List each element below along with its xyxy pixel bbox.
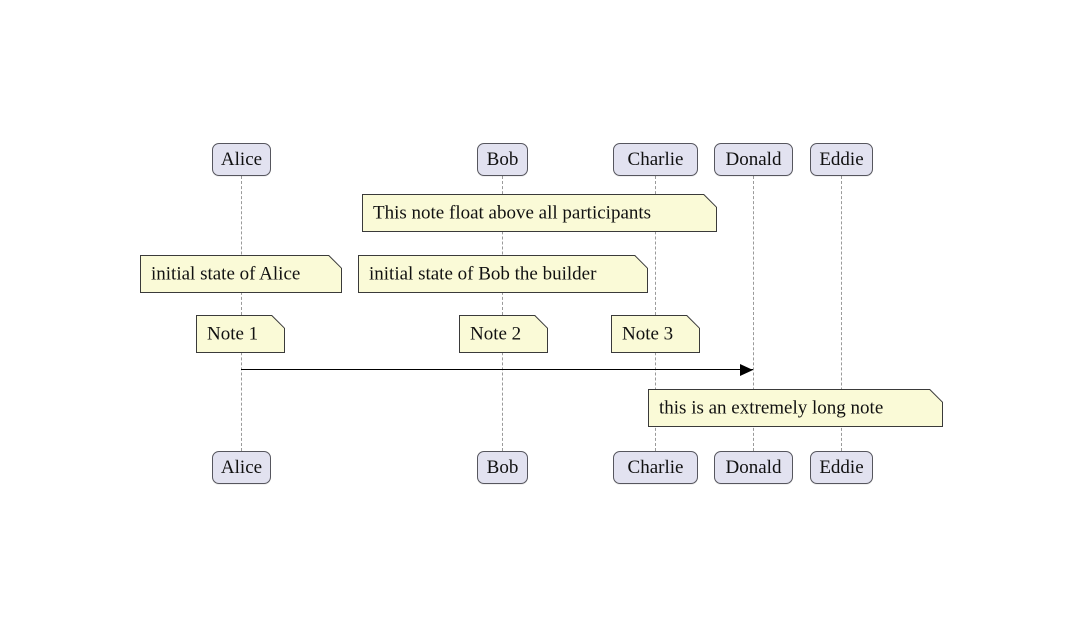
note-2[interactable]: Note 2: [459, 315, 548, 353]
participant-label: Donald: [725, 149, 782, 170]
note-label: Note 1: [207, 323, 259, 345]
note-label: Note 2: [470, 323, 522, 345]
participant-label: Eddie: [819, 457, 864, 478]
note-folded-corner-icon: [704, 194, 717, 208]
lifeline-alice: [240, 176, 242, 451]
note-1[interactable]: Note 1: [196, 315, 285, 353]
note-folded-corner-icon: [272, 315, 285, 329]
note-body: [459, 315, 548, 353]
note-label: Note 3: [622, 323, 674, 345]
participant-label: Donald: [725, 457, 782, 478]
participant-label: Bob: [486, 149, 519, 170]
note-body: [362, 194, 717, 232]
participant-box-bob-top[interactable]: Bob: [477, 143, 528, 176]
participant-box-charlie-bottom[interactable]: Charlie: [613, 451, 698, 484]
participant-box-donald-bottom[interactable]: Donald: [714, 451, 793, 484]
participant-box-eddie-bottom[interactable]: Eddie: [810, 451, 873, 484]
note-body: [196, 315, 285, 353]
participant-box-charlie-top[interactable]: Charlie: [613, 143, 698, 176]
participant-box-alice-top[interactable]: Alice: [212, 143, 271, 176]
note-body: [140, 255, 342, 293]
note-label: initial state of Alice: [151, 263, 301, 285]
note-3[interactable]: Note 3: [611, 315, 700, 353]
note-folded-corner-icon: [687, 315, 700, 329]
note-long[interactable]: this is an extremely long note: [648, 389, 943, 427]
participant-label: Eddie: [819, 149, 864, 170]
note-initial-bob[interactable]: initial state of Bob the builder: [358, 255, 648, 293]
note-folded-corner-icon: [535, 315, 548, 329]
note-label: this is an extremely long note: [659, 397, 884, 419]
participant-label: Charlie: [627, 149, 684, 170]
participant-box-eddie-top[interactable]: Eddie: [810, 143, 873, 176]
note-body: [358, 255, 648, 293]
participant-box-alice-bottom[interactable]: Alice: [212, 451, 271, 484]
participant-label: Charlie: [627, 457, 684, 478]
participant-box-bob-bottom[interactable]: Bob: [477, 451, 528, 484]
note-body: [648, 389, 943, 427]
note-initial-alice[interactable]: initial state of Alice: [140, 255, 342, 293]
participant-label: Alice: [220, 457, 263, 478]
note-label: initial state of Bob the builder: [369, 263, 597, 285]
note-label: This note float above all participants: [373, 202, 652, 224]
note-folded-corner-icon: [635, 255, 648, 269]
participant-box-donald-top[interactable]: Donald: [714, 143, 793, 176]
note-float-all[interactable]: This note float above all participants: [362, 194, 717, 232]
participant-label: Bob: [486, 457, 519, 478]
participant-label: Alice: [220, 149, 263, 170]
message-line: [241, 369, 753, 370]
note-folded-corner-icon: [329, 255, 342, 269]
note-body: [611, 315, 700, 353]
message-arrowhead-icon: [740, 363, 753, 376]
note-folded-corner-icon: [930, 389, 943, 403]
